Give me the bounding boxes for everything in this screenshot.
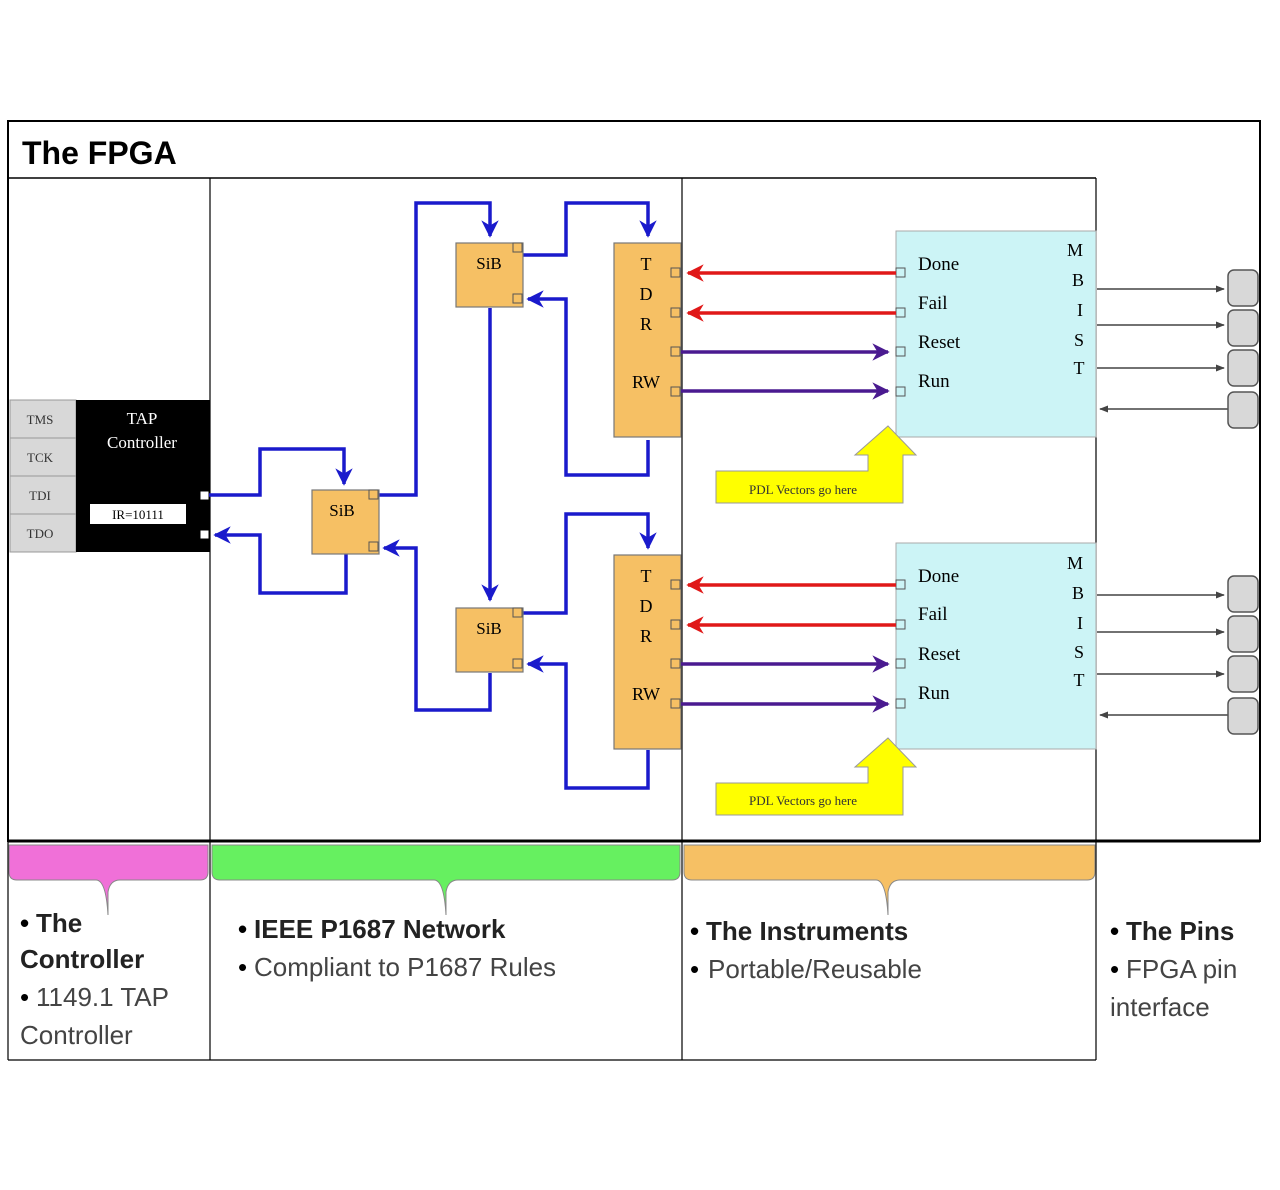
- controller-desc-2: Controller: [20, 1020, 133, 1050]
- mbist-letter: M: [1067, 240, 1083, 260]
- done-port-label: Done: [918, 566, 959, 587]
- bullet: •: [1110, 916, 1119, 946]
- scan-network: [209, 201, 657, 790]
- mbist-letter: T: [1074, 358, 1085, 378]
- controller-brace: [8, 844, 209, 916]
- signal-arrows: [681, 264, 896, 713]
- controller-desc-1: 1149.1 TAP: [36, 982, 169, 1012]
- tap-controller: TMS TCK TDI TDO TAP Controller IR=10111: [9, 399, 210, 553]
- pins-desc-1: FPGA pin: [1126, 954, 1237, 984]
- done-port-label: Done: [918, 254, 959, 275]
- run-port-label: Run: [918, 371, 950, 392]
- instruments-brace: [683, 844, 1096, 916]
- bullet: •: [20, 908, 29, 938]
- fail-port-label: Fail: [918, 293, 948, 314]
- bullet: •: [690, 916, 699, 946]
- mbist-letter: T: [1074, 670, 1085, 690]
- network-desc: Compliant to P1687 Rules: [254, 952, 556, 982]
- mbist-letter: S: [1074, 642, 1084, 662]
- pins-heading: The Pins: [1126, 916, 1234, 946]
- pdl-callout-top: PDL Vectors go here: [715, 425, 918, 504]
- mbist-top: Done Fail Reset Run M B I S T: [895, 230, 1097, 438]
- sib-bottom: SiB: [455, 607, 524, 673]
- sib-label: SiB: [476, 619, 502, 638]
- pins-section: • The Pins • FPGA pin interface: [1110, 916, 1237, 1022]
- pdl-callout-bottom: PDL Vectors go here: [715, 737, 918, 816]
- bullet: •: [238, 952, 247, 982]
- network-section: • IEEE P1687 Network • Compliant to P168…: [238, 914, 556, 982]
- tdr-letter: T: [641, 566, 652, 586]
- fail-port-label: Fail: [918, 604, 948, 625]
- tms-pin-label: TMS: [27, 412, 54, 427]
- instruments-heading: The Instruments: [706, 916, 908, 946]
- mbist-letter: I: [1077, 300, 1083, 320]
- controller-section: • The Controller • 1149.1 TAP Controller: [20, 908, 169, 1050]
- tdr-letter: R: [640, 314, 652, 334]
- pdl-label: PDL Vectors go here: [749, 793, 857, 808]
- tdo-pin-label: TDO: [27, 526, 54, 541]
- sib-top: SiB: [455, 242, 524, 308]
- controller-heading-2: Controller: [20, 944, 144, 974]
- controller-heading-1: The: [36, 908, 82, 938]
- network-brace: [211, 844, 681, 916]
- tdr-letter: R: [640, 626, 652, 646]
- page-title: The FPGA: [22, 135, 177, 171]
- pins-desc-2: interface: [1110, 992, 1210, 1022]
- tdr-letter: D: [640, 284, 653, 304]
- mbist-letter: M: [1067, 553, 1083, 573]
- pdl-label: PDL Vectors go here: [749, 482, 857, 497]
- instruments-section: • The Instruments • Portable/Reusable: [690, 916, 922, 984]
- tap-label-2: Controller: [107, 433, 177, 452]
- network-heading: IEEE P1687 Network: [254, 914, 506, 944]
- ir-value: IR=10111: [112, 507, 164, 522]
- run-port-label: Run: [918, 683, 950, 704]
- bullet: •: [238, 914, 247, 944]
- instruments-desc: Portable/Reusable: [708, 954, 922, 984]
- reset-port-label: Reset: [918, 644, 961, 665]
- mbist-letter: B: [1072, 583, 1084, 603]
- mbist-letter: S: [1074, 330, 1084, 350]
- tdr-rw-label: RW: [632, 684, 660, 704]
- tdr-letter: D: [640, 596, 653, 616]
- tdi-pin-label: TDI: [29, 488, 51, 503]
- sib-mid: SiB: [311, 489, 380, 555]
- mbist-bottom: Done Fail Reset Run M B I S T: [895, 542, 1097, 750]
- sib-label: SiB: [329, 501, 355, 520]
- tdr-letter: T: [641, 254, 652, 274]
- mbist-letter: B: [1072, 270, 1084, 290]
- tck-pin-label: TCK: [27, 450, 54, 465]
- tdr-top: T D R RW: [613, 242, 682, 438]
- sib-label: SiB: [476, 254, 502, 273]
- bullet: •: [20, 982, 29, 1012]
- pin-lines: [1097, 285, 1228, 719]
- tap-label-1: TAP: [127, 409, 158, 428]
- tdr-rw-label: RW: [632, 372, 660, 392]
- bullet: •: [1110, 954, 1119, 984]
- mbist-letter: I: [1077, 613, 1083, 633]
- reset-port-label: Reset: [918, 332, 961, 353]
- tdr-bottom: T D R RW: [613, 554, 682, 750]
- bullet: •: [690, 954, 699, 984]
- fpga-pins: [1227, 269, 1259, 735]
